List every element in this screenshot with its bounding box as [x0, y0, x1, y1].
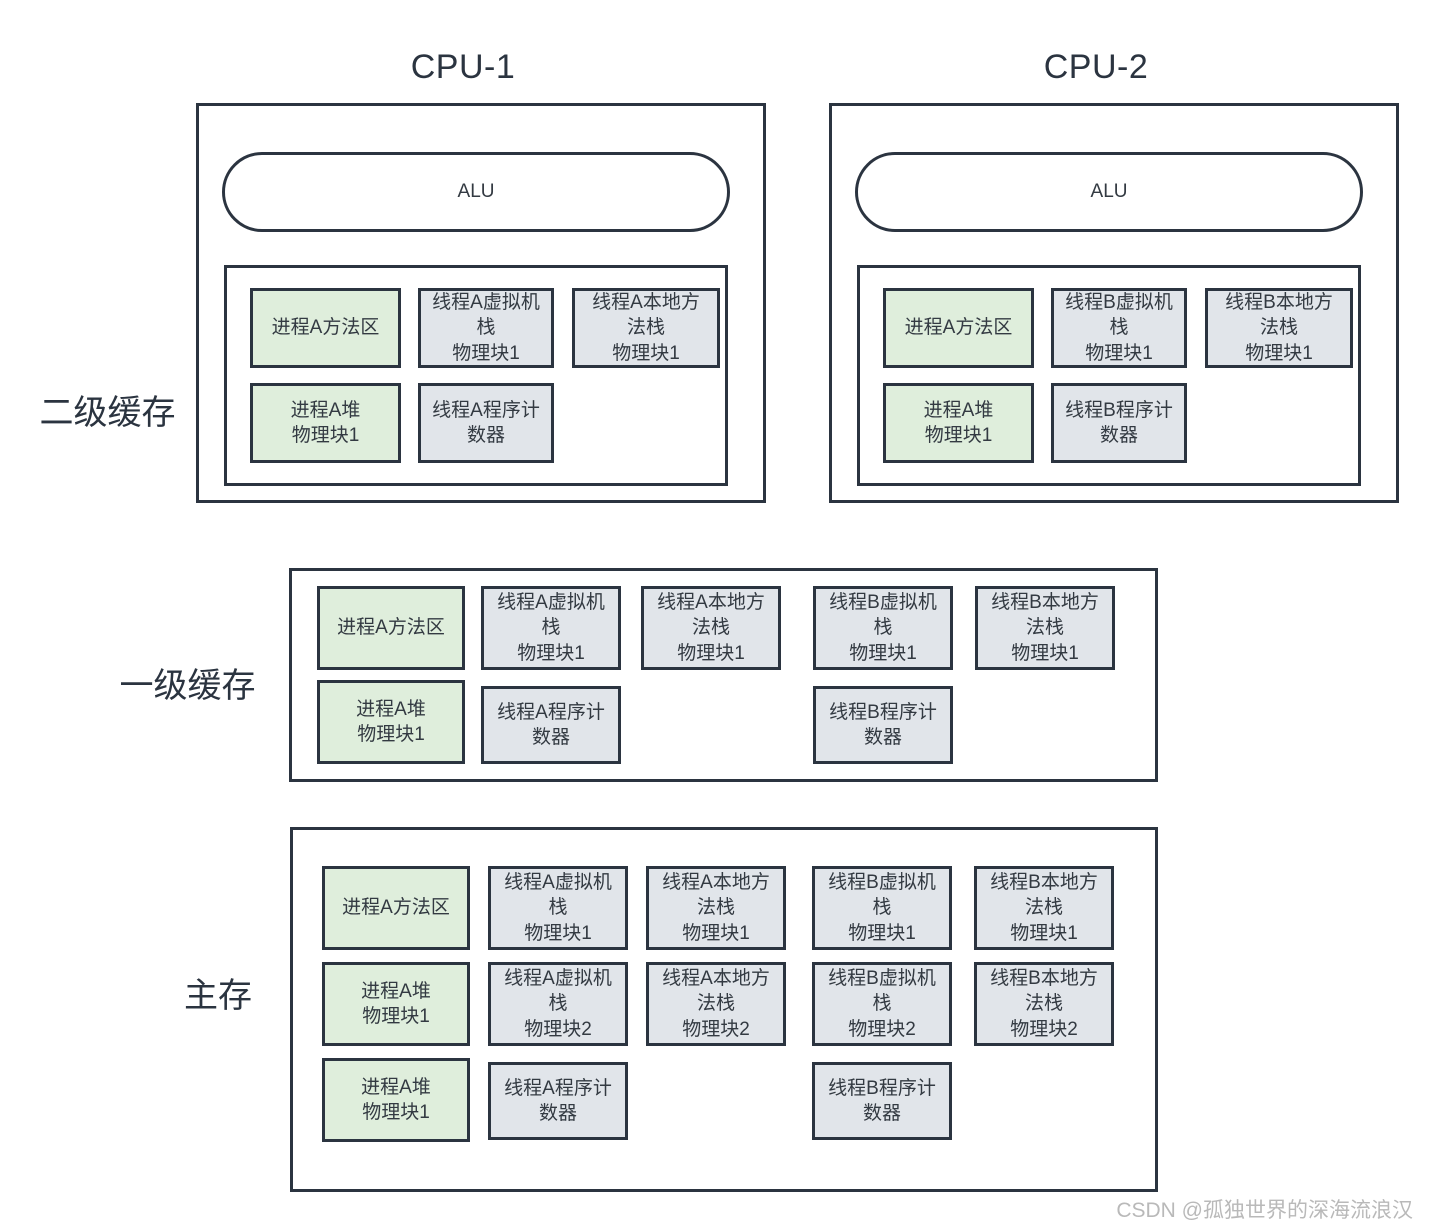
main-cell-4: 线程B本地方 法栈 物理块1	[974, 866, 1114, 950]
alu-label: ALU	[1090, 181, 1128, 202]
main-cell-5: 进程A堆 物理块1	[322, 962, 470, 1046]
l1-cell-0: 进程A方法区	[317, 586, 465, 670]
l1-cell-2: 线程A本地方 法栈 物理块1	[641, 586, 781, 670]
main-cell-6: 线程A虚拟机 栈 物理块2	[488, 962, 628, 1046]
main-cell-3: 线程B虚拟机 栈 物理块1	[812, 866, 952, 950]
cpu2-cell-3: 进程A堆 物理块1	[883, 383, 1034, 463]
main-cell-9: 线程B本地方 法栈 物理块2	[974, 962, 1114, 1046]
cpu2-cell-4: 线程B程序计 数器	[1051, 383, 1187, 463]
cpu1-cell-1: 线程A虚拟机 栈 物理块1	[418, 288, 554, 368]
main-cell-1: 线程A虚拟机 栈 物理块1	[488, 866, 628, 950]
l1-cell-5: 进程A堆 物理块1	[317, 680, 465, 764]
cpu2-cell-0: 进程A方法区	[883, 288, 1034, 368]
l1-cell-4: 线程B本地方 法栈 物理块1	[975, 586, 1115, 670]
main-cell-10: 进程A堆 物理块1	[322, 1058, 470, 1142]
cpu2-alu: ALU	[855, 152, 1363, 232]
main-cell-0: 进程A方法区	[322, 866, 470, 950]
cpu1-cell-4: 线程A程序计 数器	[418, 383, 554, 463]
l1-cell-6: 线程A程序计 数器	[481, 686, 621, 764]
alu-label: ALU	[457, 181, 495, 202]
cpu1-cell-0: 进程A方法区	[250, 288, 401, 368]
cpu1-cell-2: 线程A本地方 法栈 物理块1	[572, 288, 720, 368]
cpu1-title: CPU-1	[410, 48, 516, 86]
l1-cell-7: 线程B程序计 数器	[813, 686, 953, 764]
main-cell-8: 线程B虚拟机 栈 物理块2	[812, 962, 952, 1046]
l1-cell-1: 线程A虚拟机 栈 物理块1	[481, 586, 621, 670]
main-cell-2: 线程A本地方 法栈 物理块1	[646, 866, 786, 950]
main-cell-7: 线程A本地方 法栈 物理块2	[646, 962, 786, 1046]
cpu2-cell-1: 线程B虚拟机 栈 物理块1	[1051, 288, 1187, 368]
row-label-main-memory: 主存	[184, 977, 252, 1015]
l1-cell-3: 线程B虚拟机 栈 物理块1	[813, 586, 953, 670]
cpu2-cell-2: 线程B本地方 法栈 物理块1	[1205, 288, 1353, 368]
cpu1-cell-3: 进程A堆 物理块1	[250, 383, 401, 463]
row-label-l2-cache: 二级缓存	[39, 394, 176, 432]
csdn-watermark: CSDN @孤独世界的深海流浪汉	[1116, 1199, 1413, 1222]
main-cell-11: 线程A程序计 数器	[488, 1062, 628, 1140]
cpu1-alu: ALU	[222, 152, 730, 232]
cpu2-title: CPU-2	[1043, 48, 1149, 86]
main-cell-12: 线程B程序计 数器	[812, 1062, 952, 1140]
row-label-l1-cache: 一级缓存	[119, 667, 256, 705]
